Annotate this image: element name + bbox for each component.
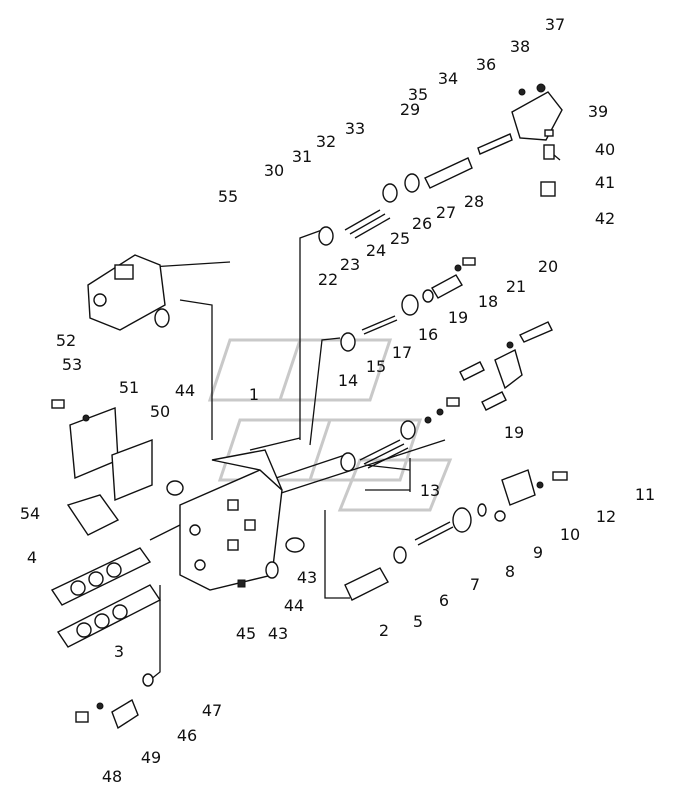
callout-label-55: 55 — [218, 187, 238, 206]
callout-label-30: 30 — [264, 161, 284, 180]
actuator-54 — [66, 494, 120, 536]
callout-label-50: 50 — [150, 402, 170, 421]
callout-label-28: 28 — [464, 192, 484, 211]
callout-label-13: 13 — [420, 481, 440, 500]
cover-plates — [69, 407, 153, 730]
callout-label-5: 5 — [413, 612, 423, 631]
callout-label-10: 10 — [560, 525, 580, 544]
callout-label-23: 23 — [340, 255, 360, 274]
callout-label-51: 51 — [119, 378, 139, 397]
callout-label-12: 12 — [596, 507, 616, 526]
callout-label-27: 27 — [436, 203, 456, 222]
callout-label-7: 7 — [470, 575, 480, 594]
pilot-valve-assembly — [87, 254, 166, 331]
spool-3 — [56, 584, 162, 648]
callout-labels: 1234567891011121314151617181919202122232… — [20, 15, 655, 786]
callout-label-38: 38 — [510, 37, 530, 56]
callout-label-52: 52 — [56, 331, 76, 350]
callout-label-9: 9 — [533, 543, 543, 562]
callout-label-48: 48 — [102, 767, 122, 786]
callout-label-11: 11 — [635, 485, 655, 504]
callout-label-3: 3 — [114, 642, 124, 661]
callout-label-43: 43 — [297, 568, 317, 587]
callout-label-44: 44 — [175, 381, 195, 400]
callout-label-19: 19 — [504, 423, 524, 442]
callout-label-18: 18 — [478, 292, 498, 311]
callout-label-31: 31 — [292, 147, 312, 166]
callout-label-42: 42 — [595, 209, 615, 228]
callout-label-22: 22 — [318, 270, 338, 289]
callout-label-25: 25 — [390, 229, 410, 248]
callout-label-19: 19 — [448, 308, 468, 327]
callout-label-1: 1 — [249, 385, 259, 404]
callout-label-41: 41 — [595, 173, 615, 192]
callout-label-17: 17 — [392, 343, 412, 362]
callout-label-33: 33 — [345, 119, 365, 138]
spool-4 — [50, 547, 152, 606]
callout-label-21: 21 — [506, 277, 526, 296]
callout-label-47: 47 — [202, 701, 222, 720]
spring-parts — [344, 209, 454, 546]
callout-label-49: 49 — [141, 748, 161, 767]
leader-lines — [134, 149, 561, 681]
small-parts — [51, 83, 568, 723]
callout-label-40: 40 — [595, 140, 615, 159]
callout-label-2: 2 — [379, 621, 389, 640]
callout-label-44: 44 — [284, 596, 304, 615]
callout-label-54: 54 — [20, 504, 40, 523]
callout-label-46: 46 — [177, 726, 197, 745]
callout-label-26: 26 — [412, 214, 432, 233]
callout-label-15: 15 — [366, 357, 386, 376]
callout-label-6: 6 — [439, 591, 449, 610]
callout-label-4: 4 — [27, 548, 37, 567]
callout-label-32: 32 — [316, 132, 336, 151]
main-valve-body — [179, 449, 283, 591]
callout-label-35: 35 — [408, 85, 428, 104]
callout-label-45: 45 — [236, 624, 256, 643]
callout-label-39: 39 — [588, 102, 608, 121]
callout-label-29: 29 — [400, 100, 420, 119]
callout-label-36: 36 — [476, 55, 496, 74]
callout-label-43: 43 — [268, 624, 288, 643]
callout-label-14: 14 — [338, 371, 358, 390]
callout-label-24: 24 — [366, 241, 386, 260]
callout-label-8: 8 — [505, 562, 515, 581]
callout-label-34: 34 — [438, 69, 458, 88]
callout-label-20: 20 — [538, 257, 558, 276]
callout-label-53: 53 — [62, 355, 82, 374]
callout-label-37: 37 — [545, 15, 565, 34]
callout-label-16: 16 — [418, 325, 438, 344]
